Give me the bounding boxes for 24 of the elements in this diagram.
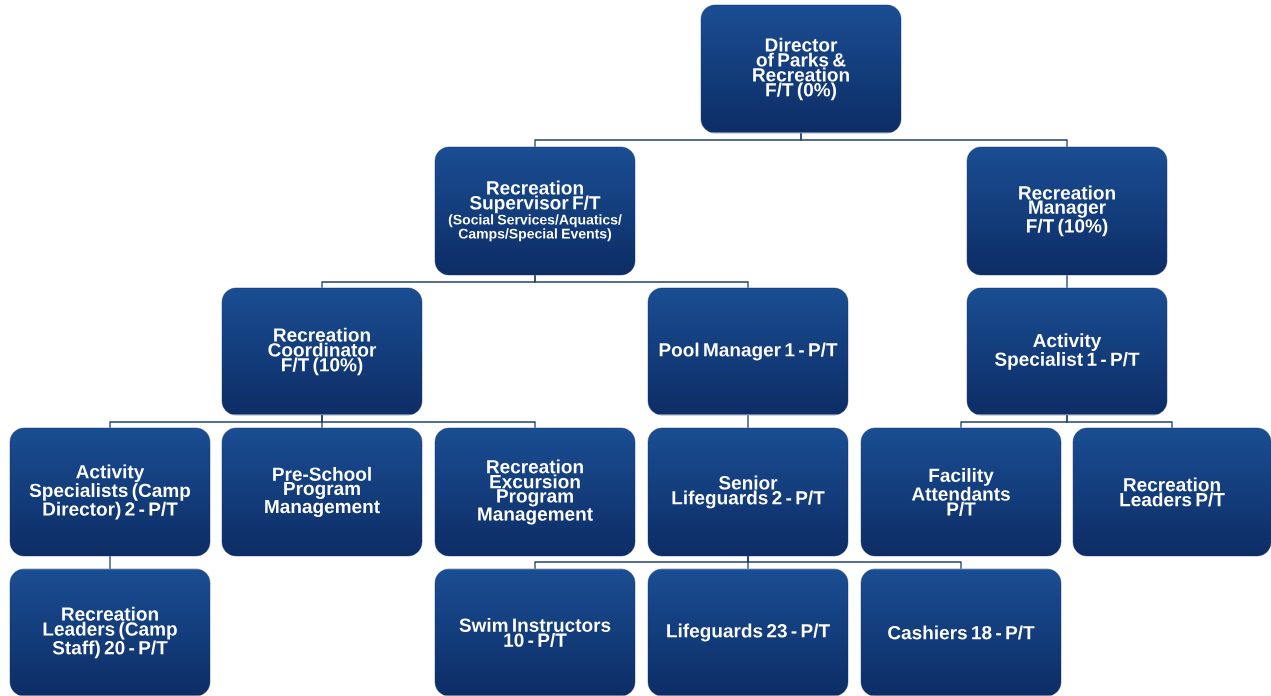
position-box: Pool Manager 1 - P/T (647, 287, 849, 416)
position-box: Senior Lifeguards 2 - P/T (647, 427, 849, 557)
position-box: Recreation Supervisor F/T (Social Services/Aquatics/ Camps/Special Events) (434, 146, 636, 276)
position-box: Recreation Leaders (Camp Staff) 20 - P/T (9, 568, 211, 696)
connector-line (1066, 274, 1068, 289)
connector-line (109, 555, 111, 570)
position-box: Recreation Coordinator F/T (10%) (221, 287, 423, 416)
position-box: Activity Specialists (Camp Director) 2 - P/T (9, 427, 211, 557)
position-box: Facility Attendants P/T (860, 427, 1062, 557)
connector-line (747, 555, 962, 570)
connector-line (747, 414, 749, 429)
position-box: Recreation Excursion Program Management (434, 427, 636, 557)
connector-line (1066, 414, 1173, 429)
position-box: Cashiers 18 - P/T (860, 568, 1062, 696)
position-box: Recreation Leaders P/T (1072, 427, 1271, 557)
connector-line (800, 132, 1068, 148)
position-box: Pre-School Program Management (221, 427, 423, 557)
position-box: Swim Instructors 10 - P/T (434, 568, 636, 696)
connector-line (534, 274, 749, 289)
position-box: Director of Parks & Recreation F/T (0%) (700, 4, 902, 134)
connector-line (321, 414, 536, 429)
position-box: Lifeguards 23 - P/T (647, 568, 849, 696)
position-box: Activity Specialist 1 - P/T (966, 287, 1168, 416)
position-box: Recreation Manager F/T (10%) (966, 146, 1168, 276)
